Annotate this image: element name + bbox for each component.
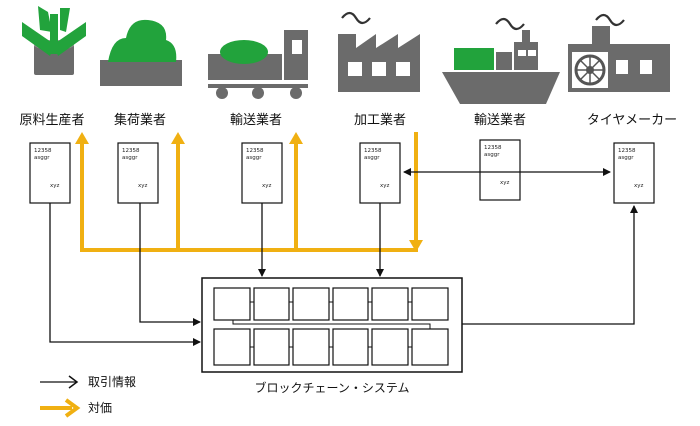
svg-text:xyz: xyz	[50, 183, 60, 189]
document-collector: 12358 asggr xyz	[117, 142, 159, 204]
actor-label-transporter-land: 輸送業者	[230, 112, 282, 128]
svg-text:xyz: xyz	[380, 183, 390, 189]
document-transporter-land: 12358 asggr xyz	[241, 142, 283, 204]
svg-text:asggr: asggr	[122, 155, 138, 161]
block	[253, 287, 290, 321]
truck-icon	[208, 30, 308, 99]
factory-icon	[338, 11, 420, 92]
svg-text:xyz: xyz	[262, 183, 272, 189]
block	[292, 328, 330, 366]
svg-text:12358: 12358	[246, 148, 264, 154]
block	[213, 287, 251, 321]
document-processor: 12358 asggr xyz	[359, 142, 401, 204]
svg-text:asggr: asggr	[246, 155, 262, 161]
block	[213, 328, 251, 366]
svg-text:xyz: xyz	[634, 183, 644, 189]
svg-text:12358: 12358	[618, 148, 636, 154]
block	[253, 328, 290, 366]
tire-factory-icon	[568, 13, 670, 92]
block	[411, 328, 449, 366]
payment-arrowheads	[75, 132, 423, 252]
svg-text:12358: 12358	[34, 148, 52, 154]
legend-payment: 対価	[88, 401, 112, 415]
svg-text:asggr: asggr	[364, 155, 380, 161]
block-grid	[213, 287, 449, 366]
block	[332, 328, 369, 366]
actor-label-tire-maker: タイヤメーカー	[587, 113, 677, 128]
document-raw-producer: 12358 asggr xyz	[29, 142, 71, 204]
actor-label-collector: 集荷業者	[114, 112, 166, 128]
plant-icon	[22, 6, 86, 75]
document-transporter-sea: 12358 asggr xyz	[479, 139, 521, 201]
ship-icon	[442, 17, 560, 104]
svg-text:12358: 12358	[484, 145, 502, 151]
document-tire-maker: 12358 asggr xyz	[613, 142, 655, 204]
svg-text:xyz: xyz	[138, 183, 148, 189]
block	[332, 287, 369, 321]
actor-label-transporter-sea: 輸送業者	[474, 112, 526, 128]
actor-label-raw-producer: 原料生産者	[19, 112, 84, 128]
svg-text:12358: 12358	[122, 148, 140, 154]
payment-flow-arrows	[80, 132, 418, 252]
legend: 取引情報 対価	[40, 375, 136, 418]
legend-transaction-info: 取引情報	[88, 375, 136, 389]
svg-text:asggr: asggr	[34, 155, 50, 161]
block	[371, 287, 409, 321]
transaction-flow-arrows	[49, 168, 638, 346]
svg-text:asggr: asggr	[618, 155, 634, 161]
block	[292, 287, 330, 321]
produce-pile-icon	[100, 19, 182, 86]
svg-text:12358: 12358	[364, 148, 382, 154]
actor-label-processor: 加工業者	[354, 112, 406, 128]
svg-text:asggr: asggr	[484, 152, 500, 158]
blockchain-label: ブロックチェーン・システム	[254, 380, 409, 395]
svg-text:xyz: xyz	[500, 180, 510, 186]
block-connectors	[232, 301, 431, 348]
block	[411, 287, 449, 321]
block	[371, 328, 409, 366]
blockchain-system	[201, 277, 463, 373]
